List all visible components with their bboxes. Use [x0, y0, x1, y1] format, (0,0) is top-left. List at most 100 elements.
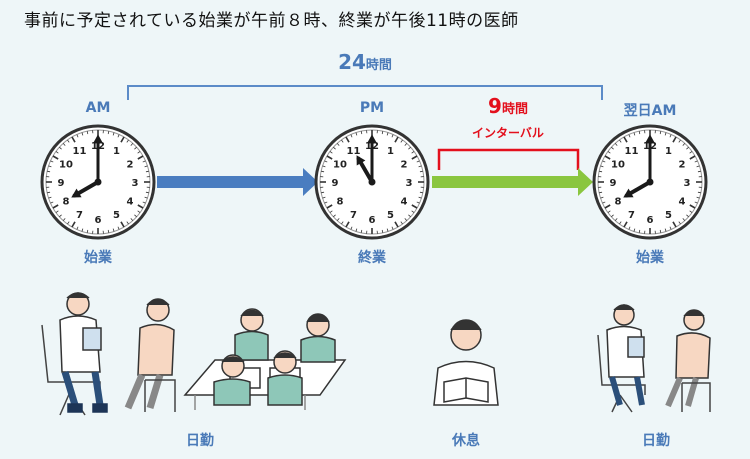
- clock-tick: [689, 155, 696, 160]
- clock-tick: [638, 229, 641, 233]
- clock-tick: [678, 221, 681, 225]
- clock-tick: [694, 160, 698, 163]
- clock-hour-hand-tip: [356, 155, 366, 166]
- clock-tick: [694, 201, 698, 204]
- clock-tick: [62, 218, 66, 221]
- clock-tick: [341, 139, 344, 143]
- clock-tick: [71, 136, 76, 143]
- clock-tick: [391, 226, 394, 230]
- clock-tick: [144, 196, 148, 199]
- clock-tick: [411, 210, 415, 213]
- clock-tick: [67, 139, 70, 143]
- clock-numeral-2: 2: [127, 160, 134, 171]
- clock-tick: [117, 134, 120, 138]
- clock-tick: [360, 229, 363, 233]
- clock-numeral-10: 10: [611, 160, 625, 171]
- clock-tick: [329, 210, 333, 213]
- clock-numeral-6: 6: [369, 215, 376, 226]
- clock-tick: [604, 155, 611, 160]
- clock-tick: [126, 221, 129, 225]
- clock-tick: [659, 229, 662, 233]
- clock-tick: [689, 210, 693, 213]
- clock-numeral-8: 8: [614, 197, 621, 208]
- clock-tick: [47, 170, 51, 173]
- clock1-top-label: AM: [85, 100, 111, 116]
- clocks-group: 1212345678910111212345678910111212345678…: [40, 124, 708, 240]
- clock-tick: [321, 191, 325, 194]
- clock-tick: [112, 228, 115, 232]
- clock-numeral-1: 1: [665, 146, 672, 157]
- clock-tick: [628, 226, 631, 230]
- clock-tick: [322, 196, 326, 199]
- clock-numeral-11: 11: [347, 146, 361, 157]
- clock-tick: [381, 229, 384, 233]
- clock-tick: [59, 214, 62, 218]
- clock-tick: [669, 134, 672, 138]
- clock2-bottom-label: 終業: [358, 250, 386, 266]
- clock-tick: [602, 160, 606, 163]
- clock-tick: [623, 221, 628, 228]
- clock-tick: [599, 170, 603, 173]
- interval-unit: 時間: [501, 102, 528, 117]
- clock-tick: [696, 165, 700, 168]
- clock-tick: [411, 151, 415, 154]
- clock-numeral-2: 2: [401, 160, 408, 171]
- clock-tick: [355, 132, 358, 136]
- clock-tick: [52, 204, 59, 209]
- clock-tick: [628, 134, 631, 138]
- clock-tick: [381, 131, 384, 135]
- clock-tick: [659, 131, 662, 135]
- activity-label-rest: 休息: [452, 433, 480, 449]
- clock-numeral-5: 5: [113, 210, 120, 221]
- clock-tick: [142, 160, 146, 163]
- clock-1: 121234567891011: [40, 124, 156, 240]
- interval-label: インターバル: [472, 126, 544, 140]
- clock-tick: [48, 196, 52, 199]
- clock-numeral-6: 6: [647, 215, 654, 226]
- clock-tick: [55, 210, 59, 213]
- clock-tick: [55, 151, 59, 154]
- clock-tick: [126, 139, 129, 143]
- clock-tick: [386, 132, 389, 136]
- clock-2: 121234567891011: [314, 124, 430, 240]
- clock-numeral-3: 3: [684, 178, 691, 189]
- clock-tick: [48, 165, 52, 168]
- clock-tick: [400, 139, 403, 143]
- clock-tick: [600, 165, 604, 168]
- clock-tick: [419, 170, 423, 173]
- doctor-consult-illustration-left: [41, 292, 176, 416]
- clock-minute-hand-tip: [93, 134, 103, 144]
- clock-tick: [394, 221, 399, 228]
- clock-tick: [604, 204, 611, 209]
- interval-hours-label: 9時間: [448, 94, 568, 118]
- clock-tick: [394, 136, 399, 143]
- clock-tick: [672, 221, 677, 228]
- clock-numeral-1: 1: [387, 146, 394, 157]
- clock-tick: [86, 229, 89, 233]
- clock-tick: [669, 226, 672, 230]
- clock-tick: [664, 132, 667, 136]
- clock-tick: [345, 136, 350, 143]
- clock-center-pin: [368, 178, 376, 186]
- clock-numeral-5: 5: [665, 210, 672, 221]
- interval-number: 9: [488, 94, 502, 118]
- clock-numeral-7: 7: [76, 210, 83, 221]
- clock-3: 121234567891011: [592, 124, 708, 240]
- clock-tick: [62, 143, 66, 146]
- clock-tick: [607, 151, 611, 154]
- clock-tick: [404, 218, 408, 221]
- total-span-number: 24: [338, 50, 366, 74]
- total-span-bracket: [127, 85, 603, 100]
- clock-tick: [86, 131, 89, 135]
- clock-tick: [678, 139, 681, 143]
- clock-numeral-10: 10: [333, 160, 347, 171]
- clock-minute-hand-tip: [645, 134, 655, 144]
- clock-numeral-8: 8: [336, 197, 343, 208]
- clock-tick: [59, 146, 62, 150]
- rest-arrow: [432, 168, 593, 196]
- clock-center-pin: [94, 178, 102, 186]
- clock-tick: [611, 146, 614, 150]
- clock-tick: [386, 228, 389, 232]
- clock-tick: [607, 210, 611, 213]
- clock-numeral-7: 7: [628, 210, 635, 221]
